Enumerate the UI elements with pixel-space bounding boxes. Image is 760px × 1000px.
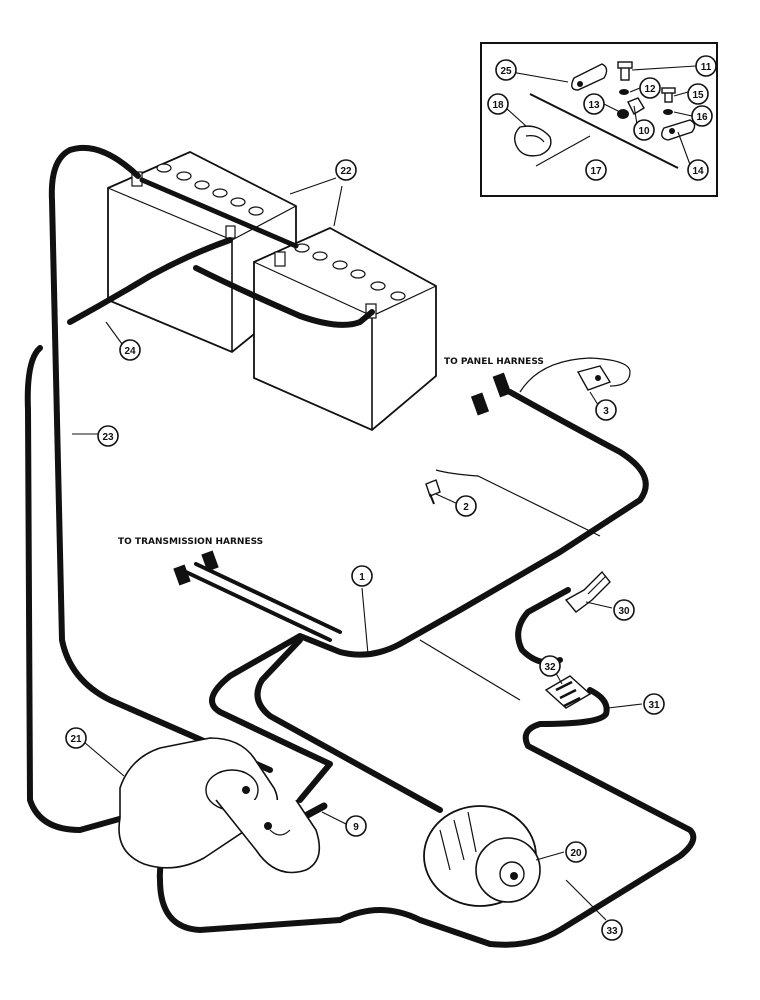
callout-11: 11	[695, 55, 717, 77]
callout-14: 14	[687, 159, 709, 181]
callout-16: 16	[691, 105, 713, 127]
svg-text:13: 13	[588, 100, 600, 111]
svg-text:12: 12	[644, 84, 656, 95]
callout-13: 13	[583, 93, 605, 115]
callout-15: 15	[687, 83, 709, 105]
sender-2	[425, 479, 441, 505]
battery-cables	[24, 144, 375, 833]
svg-text:21: 21	[70, 734, 82, 745]
sender-30	[564, 570, 611, 613]
callout-3: 3	[595, 399, 617, 421]
panel-connectors	[470, 372, 512, 416]
svg-text:15: 15	[692, 90, 704, 101]
svg-text:33: 33	[606, 926, 618, 937]
callout-31: 31	[643, 693, 665, 715]
switch-3	[576, 365, 612, 391]
callout-20: 20	[565, 841, 587, 863]
callout-23: 23	[97, 425, 119, 447]
svg-text:25: 25	[500, 66, 512, 77]
svg-text:1: 1	[359, 572, 365, 583]
svg-text:30: 30	[618, 606, 630, 617]
callout-22: 22	[335, 159, 357, 181]
svg-text:16: 16	[696, 112, 708, 123]
svg-text:22: 22	[340, 166, 352, 177]
label-panel-harness: TO PANEL HARNESS	[444, 357, 544, 367]
svg-text:20: 20	[570, 848, 582, 859]
callout-18: 18	[487, 93, 509, 115]
callout-9: 9	[345, 815, 367, 837]
callout-21: 21	[65, 727, 87, 749]
connector-32	[544, 675, 592, 709]
svg-text:18: 18	[492, 100, 504, 111]
svg-text:32: 32	[544, 662, 556, 673]
callout-10: 10	[633, 119, 655, 141]
label-transmission-harness: TO TRANSMISSION HARNESS	[118, 537, 263, 547]
svg-text:3: 3	[603, 406, 609, 417]
svg-text:9: 9	[353, 822, 359, 833]
callouts: 1 2 3 9 10 11 12 13 14 15 16 17 18 20 21…	[65, 55, 717, 941]
starter-21	[118, 737, 321, 874]
svg-text:17: 17	[590, 166, 602, 177]
svg-text:10: 10	[638, 126, 650, 137]
svg-text:31: 31	[648, 700, 660, 711]
callout-17: 17	[585, 159, 607, 181]
svg-text:2: 2	[463, 502, 469, 513]
alternator-20	[423, 805, 541, 907]
callout-24: 24	[119, 339, 141, 361]
svg-text:23: 23	[102, 432, 114, 443]
callout-1: 1	[351, 565, 373, 587]
main-harness	[156, 357, 697, 948]
callout-33: 33	[601, 919, 623, 941]
callout-25: 25	[495, 59, 517, 81]
svg-text:11: 11	[701, 62, 712, 73]
callout-2: 2	[455, 495, 477, 517]
callout-30: 30	[613, 599, 635, 621]
callout-32: 32	[539, 655, 561, 677]
svg-text:14: 14	[692, 166, 704, 177]
callout-12: 12	[639, 77, 661, 99]
transmission-connectors	[173, 550, 219, 586]
battery-right	[253, 226, 437, 432]
svg-text:24: 24	[124, 346, 136, 357]
